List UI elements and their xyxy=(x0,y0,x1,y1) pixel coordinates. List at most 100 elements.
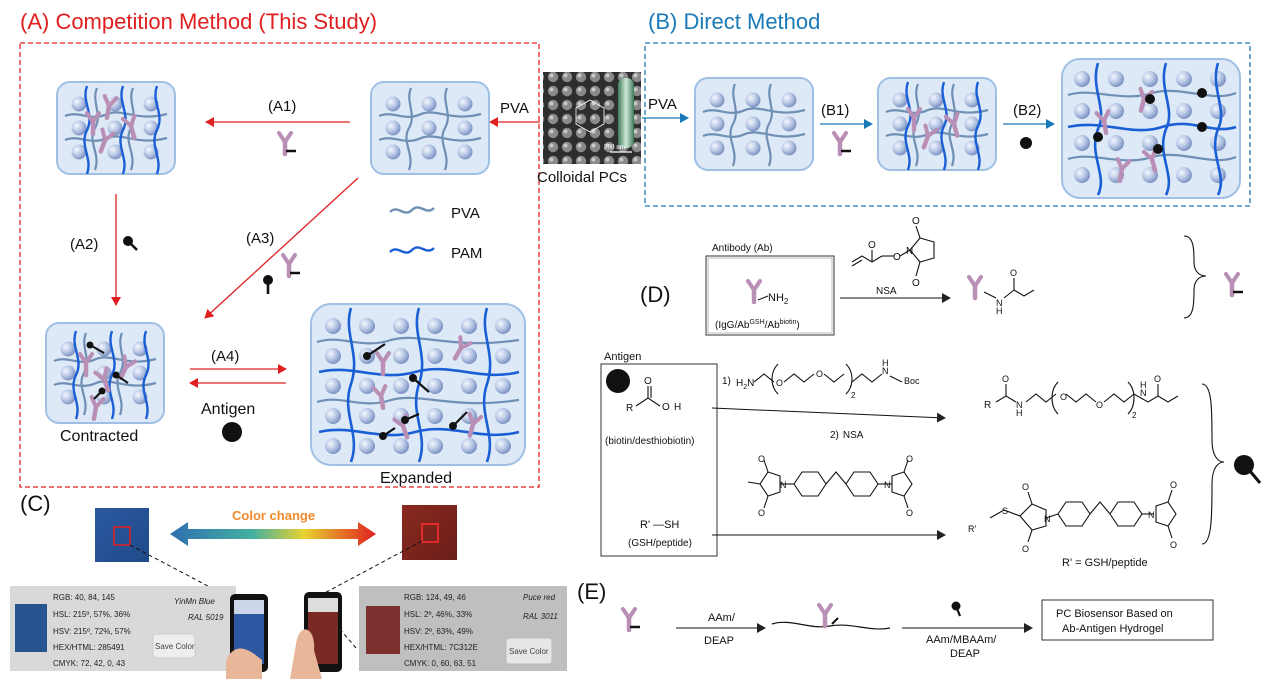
antibody-product-icon xyxy=(969,277,981,298)
acid-r: R xyxy=(626,403,633,414)
reagent1-bottom: DEAP xyxy=(704,635,734,647)
bp-o1: O xyxy=(1002,374,1009,384)
antibody-icon-d xyxy=(748,281,760,302)
bp-o4: O xyxy=(1154,374,1161,384)
antibody-on-chain xyxy=(819,605,831,626)
acid-o2: O xyxy=(662,402,670,413)
red-rgb: RGB: 124, 49, 46 xyxy=(404,593,466,602)
product-line2: Ab-Antigen Hydrogel xyxy=(1062,623,1164,635)
chip-blue xyxy=(95,508,149,562)
ab-product-n: N xyxy=(996,298,1003,308)
antigen-dot-d xyxy=(606,369,630,393)
product-line1: PC Biosensor Based on xyxy=(1056,608,1173,620)
nsa-o3: O xyxy=(912,216,920,227)
peg-h: H xyxy=(882,358,889,368)
label-a2: (A2) xyxy=(70,236,98,253)
reagent2-top: AAm/MBAAm/ xyxy=(926,634,997,646)
phone-red xyxy=(290,592,342,679)
bp-n2: N xyxy=(1140,388,1147,398)
carboxylic-acid-structure xyxy=(635,386,661,407)
panel-c-label: (C) xyxy=(20,491,51,516)
bp-o2: O xyxy=(1060,392,1067,402)
label-b2: (B2) xyxy=(1013,102,1041,119)
tp-n1: N xyxy=(1044,514,1051,524)
antibody-monomer-icon-e xyxy=(623,609,640,630)
label-a4: (A4) xyxy=(211,348,239,365)
color-change-arrow xyxy=(170,522,376,546)
gsh-label: (GSH/peptide) xyxy=(628,538,692,549)
red-cmyk: CMYK: 0, 60, 63, 51 xyxy=(404,659,477,668)
bm-o4: O xyxy=(906,508,913,518)
label-pva-b: PVA xyxy=(648,96,677,113)
panel-a-title: (A) Competition Method (This Study) xyxy=(20,9,377,34)
bm-n1: N xyxy=(780,480,787,490)
legend-pam-label: PAM xyxy=(451,245,482,262)
label-colloidal-pcs: Colloidal PCs xyxy=(537,169,627,186)
bp-h1: H xyxy=(1016,408,1023,418)
bm-o2: O xyxy=(758,508,765,518)
save-color-label-red: Save Color xyxy=(509,647,549,656)
nh2-label: NH2 xyxy=(768,292,789,306)
connector-red xyxy=(303,540,423,605)
antigen-monomer-result-tail xyxy=(1248,470,1262,484)
panel-e-label: (E) xyxy=(577,579,606,604)
save-color-label-blue: Save Color xyxy=(155,642,195,651)
antigen-title: Antigen xyxy=(604,351,641,363)
label-contracted: Contracted xyxy=(60,428,138,445)
legend-pam-strand xyxy=(389,246,435,254)
legend-pva-label: PVA xyxy=(451,205,480,222)
bismaleimide-structure xyxy=(747,459,913,509)
biotin-product-r: R xyxy=(984,400,991,411)
antibody-monomer-icon xyxy=(279,133,296,154)
nsa-n: N xyxy=(906,246,913,257)
peg-linker-structure xyxy=(753,363,883,395)
step1-label: 1) xyxy=(722,376,731,387)
acid-o1: O xyxy=(644,376,652,387)
antibody-monomer-icon-a3 xyxy=(283,255,300,276)
hydrogel-swollen-b xyxy=(1061,58,1241,199)
panel-d-label: (D) xyxy=(640,282,671,307)
red-hex: HEX/HTML: 7C312E xyxy=(404,643,478,652)
amine-h2n: H2N xyxy=(736,378,754,391)
label-a3: (A3) xyxy=(246,230,274,247)
swatch-red xyxy=(366,606,400,654)
thiol-label: R' —SH xyxy=(640,519,679,531)
red-hsl: HSL: 2º, 46%, 33% xyxy=(404,610,472,619)
antigen-dot xyxy=(222,422,242,442)
nsa-structure xyxy=(851,225,935,277)
step2-label: 2)NSA xyxy=(830,430,864,441)
antibody-box-inner xyxy=(707,257,833,334)
ab-variants-label: (IgG/AbGSH/Abbiotin) xyxy=(715,319,800,331)
antibody-monomer-result xyxy=(1226,274,1243,295)
panel-a-frame xyxy=(19,42,540,488)
bp-n1: N xyxy=(1016,400,1023,410)
save-color-button-red[interactable] xyxy=(505,637,553,665)
swatch-blue xyxy=(15,604,47,652)
arrow-antigen-1 xyxy=(711,407,946,423)
label-a1: (A1) xyxy=(268,98,296,115)
peg-sub: 2 xyxy=(851,391,856,400)
bm-o3: O xyxy=(906,454,913,464)
nsa-label: NSA xyxy=(876,286,897,297)
antigen-monomer-result-head xyxy=(1234,455,1254,475)
arrow-a3 xyxy=(204,177,359,319)
peg-o2: O xyxy=(816,369,823,379)
hydrogel-pva-b xyxy=(695,78,813,170)
label-antigen: Antigen xyxy=(201,401,255,418)
blue-hsv: HSV: 215º, 72%, 57% xyxy=(53,627,131,636)
tp-rp: R' xyxy=(968,524,976,534)
legend-pva-strand xyxy=(389,206,435,214)
brace-antibody xyxy=(1183,235,1207,319)
antigen-monomer-icon-e xyxy=(951,601,962,617)
save-color-button-blue[interactable] xyxy=(152,633,196,659)
r-prime-label: R' = GSH/peptide xyxy=(1062,557,1148,569)
chip-red-roi xyxy=(421,523,439,543)
ab-product-h: H xyxy=(996,306,1003,316)
product-box xyxy=(1041,599,1214,641)
bp-o3: O xyxy=(1096,400,1103,410)
chip-red xyxy=(402,505,457,560)
hydrogel-expanded xyxy=(310,303,526,466)
ab-product-o: O xyxy=(1010,268,1017,278)
color-change-label: Color change xyxy=(232,508,315,523)
